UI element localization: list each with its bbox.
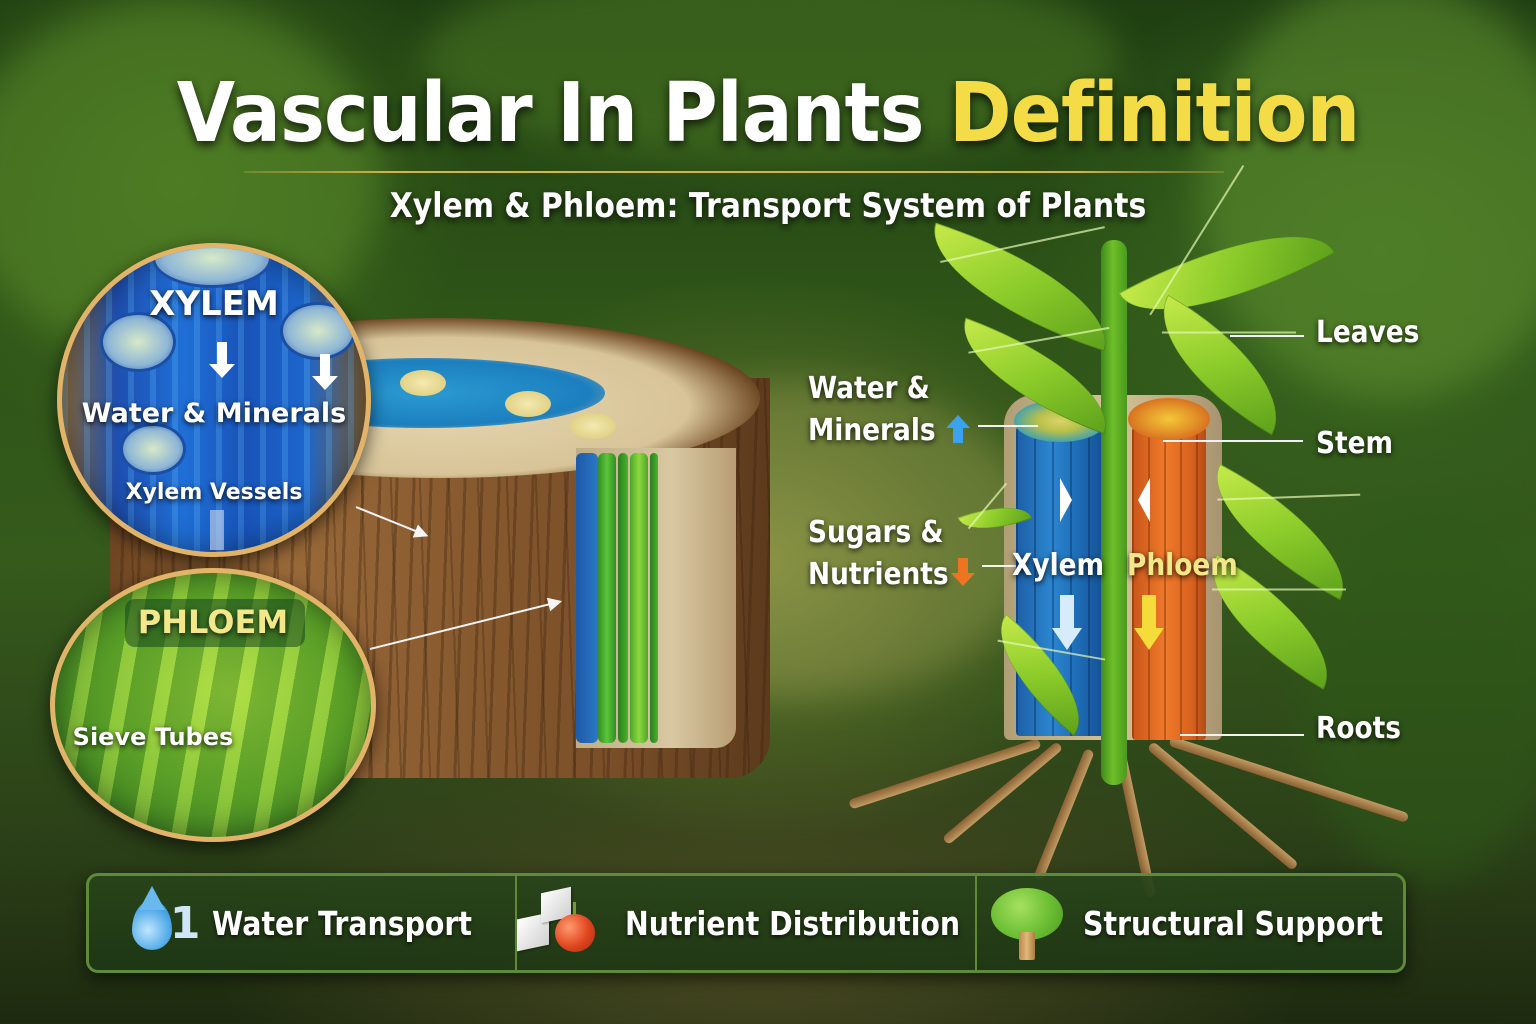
phloem-zoom-lens: PHLOEM Sieve Tubes — [50, 568, 376, 842]
phloem-title: PHLOEM — [137, 603, 289, 641]
stump-phloem-tube — [618, 453, 628, 743]
feature-nutrient-distribution: Nutrient Distribution — [517, 876, 977, 970]
page-subtitle: Xylem & Phloem: Transport System of Plan… — [389, 186, 1147, 226]
sugars-nutrients-label: Sugars & Nutrients — [808, 515, 949, 592]
phloem-down-arrowhead — [1134, 628, 1164, 650]
water-drop-number: 1 — [169, 898, 201, 949]
feature-label: Nutrient Distribution — [625, 903, 961, 943]
sugar-cubes-apple-icon — [517, 886, 607, 958]
up-arrow-icon — [210, 510, 224, 550]
tree-icon — [989, 888, 1065, 960]
stem-label: Stem — [1316, 426, 1394, 461]
feature-label: Structural Support — [1082, 903, 1383, 943]
roots-label: Roots — [1316, 711, 1401, 746]
down-arrow-icon — [209, 342, 235, 378]
xylem-vessel-cap — [152, 248, 272, 288]
vascular-bundle-dot — [570, 413, 616, 439]
page-title: Vascular In Plants Definition — [61, 66, 1474, 161]
xylem-vessel-cap — [120, 423, 186, 475]
xylem-title: XYLEM — [149, 284, 279, 324]
title-main: Vascular In Plants — [176, 66, 949, 161]
root — [848, 738, 1042, 810]
xylem-vessel-cap — [280, 302, 356, 360]
foliage-blob — [420, 0, 1120, 160]
title-accent: Definition — [948, 66, 1360, 161]
sugars-down-arrow-icon — [951, 558, 975, 586]
xylem-vessels-label: Xylem Vessels — [125, 480, 303, 505]
leaves-label: Leaves — [1316, 315, 1420, 350]
root — [1032, 748, 1095, 882]
phloem-stem-label: Phloem — [1127, 548, 1238, 583]
xylem-zoom-lens: XYLEM Water & Minerals Xylem Vessels — [57, 243, 371, 557]
sieve-tubes-label: Sieve Tubes — [72, 723, 234, 751]
leaf — [914, 222, 1126, 352]
roots-callout-line — [1180, 734, 1304, 736]
phloem-flow-arrow-icon — [1138, 478, 1150, 522]
feature-label: Water Transport — [211, 903, 472, 943]
leaves-callout-line — [1230, 335, 1304, 337]
vascular-bundle-dot — [400, 370, 446, 396]
xylem-stem-label: Xylem — [1012, 548, 1105, 583]
feature-water-transport: 1 Water Transport — [89, 876, 518, 970]
title-divider — [244, 171, 1224, 173]
xylem-down-arrowhead — [1052, 628, 1082, 650]
water-callout-line — [978, 425, 1038, 427]
plant-main-stem — [1101, 240, 1127, 785]
water-up-arrow-icon — [946, 415, 970, 443]
phloem-title-band — [125, 599, 305, 647]
water-minerals-label: Water & Minerals — [808, 371, 936, 448]
phloem-bundle — [1132, 418, 1206, 740]
sugars-callout-line — [982, 565, 1016, 567]
stump-phloem-tube — [630, 453, 648, 743]
foliage-blob — [1300, 500, 1536, 880]
xylem-down-arrow-icon — [1060, 595, 1074, 629]
stem-callout-line — [1163, 440, 1303, 442]
xylem-vessel-cap — [100, 312, 176, 372]
phloem-bundle-top — [1128, 398, 1210, 440]
stump-phloem-tube — [650, 453, 658, 743]
water-drop-icon: 1 — [130, 886, 201, 958]
xylem-water-minerals-label: Water & Minerals — [81, 398, 347, 429]
stump-xylem-strip — [576, 453, 598, 743]
down-arrow-icon — [312, 354, 338, 390]
stump-phloem-tube — [598, 453, 616, 743]
vascular-bundle-dot — [505, 391, 551, 417]
feature-bar: 1 Water Transport Nutrient Distribution … — [86, 873, 1406, 973]
feature-structural-support: Structural Support — [977, 876, 1403, 970]
xylem-flow-arrow-icon — [1060, 478, 1072, 522]
phloem-down-arrow-icon — [1142, 595, 1156, 629]
